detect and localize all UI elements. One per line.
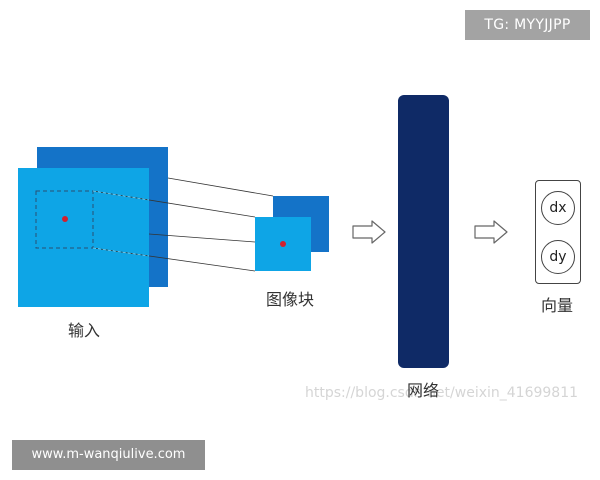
patch-center-dot bbox=[62, 216, 68, 222]
output-vector: dx dy bbox=[535, 180, 581, 284]
projection-line bbox=[92, 247, 150, 257]
label-vector: 向量 bbox=[541, 296, 574, 315]
arrow-right-icon bbox=[474, 220, 508, 244]
projection-line bbox=[148, 233, 256, 243]
watermark-text: https://blog.csdn.net/weixin_41699811 bbox=[305, 385, 579, 401]
patch-dot bbox=[280, 241, 286, 247]
projection-line bbox=[167, 177, 274, 197]
network-block bbox=[398, 95, 449, 368]
vector-element-dx: dx bbox=[541, 191, 575, 225]
input-front-layer bbox=[18, 168, 149, 307]
arrow-right-icon bbox=[352, 220, 386, 244]
label-input: 输入 bbox=[68, 321, 101, 340]
vector-element-dy: dy bbox=[541, 240, 575, 274]
label-patch: 图像块 bbox=[266, 290, 315, 309]
website-url-badge[interactable]: www.m-wanqiulive.com bbox=[12, 440, 205, 470]
projection-line bbox=[92, 190, 150, 201]
tg-tag-badge: TG: MYYJJPP bbox=[465, 10, 590, 40]
label-network: 网络 bbox=[407, 381, 440, 400]
patch-region-dashed bbox=[35, 190, 94, 249]
